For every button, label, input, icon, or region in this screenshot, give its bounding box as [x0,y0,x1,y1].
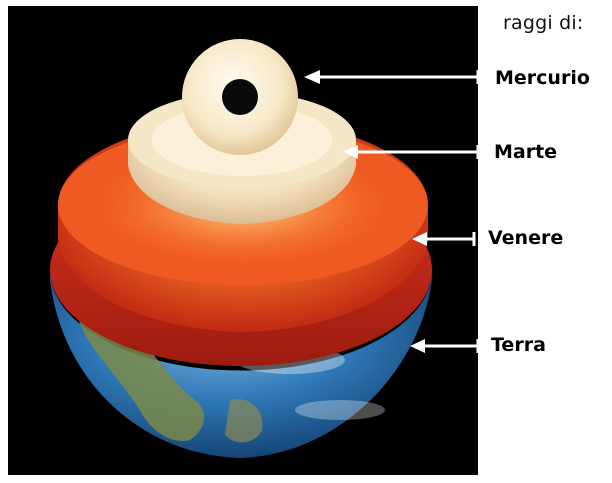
core-hole [222,79,258,115]
legend-heading: raggi di: [503,12,583,34]
label-mercurio: Mercurio [495,67,590,89]
label-terra: Terra [491,334,546,356]
label-venere: Venere [488,227,563,249]
label-marte: Marte [494,141,557,163]
mercury-sphere [182,39,298,155]
